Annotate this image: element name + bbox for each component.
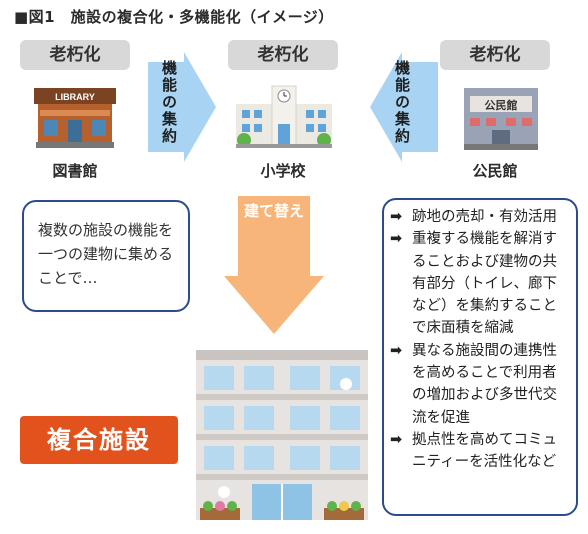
- down-arrow-icon: [224, 196, 324, 334]
- library-sign: LIBRARY: [55, 92, 95, 102]
- school-label: 小学校: [260, 162, 306, 180]
- aging-badge-school: 老朽化: [228, 40, 338, 70]
- rebuild-label: 建て替え: [243, 202, 304, 220]
- benefit-text: 跡地の売却・有効活用: [412, 209, 557, 225]
- aging-badge-community-center: 老朽化: [440, 40, 550, 70]
- benefit-item: ➡ 異なる施設間の連携性を高めることで利用者の増加および多世代交流を促進: [390, 340, 568, 429]
- school-building-illustration: [236, 85, 332, 148]
- arrow-bullet-icon: ➡: [390, 231, 403, 248]
- arrow-bullet-icon: ➡: [390, 209, 403, 225]
- library-building-illustration: LIBRARY: [34, 88, 116, 148]
- community-center-sign: 公民館: [485, 98, 518, 112]
- benefit-text: 重複する機能を解消することおよび建物の共有部分（トイレ、廊下など）を集約すること…: [412, 231, 557, 337]
- arrow-bullet-icon: ➡: [390, 431, 403, 448]
- consolidate-label-left: 機能の集約: [160, 60, 178, 145]
- benefits-box: ➡ 跡地の売却・有効活用 ➡ 重複する機能を解消することおよび建物の共有部分（ト…: [382, 198, 578, 516]
- consolidation-description-box: 複数の施設の機能を一つの建物に集めることで…: [22, 200, 190, 312]
- arrow-bullet-icon: ➡: [390, 342, 403, 359]
- right-arrow-icon: [148, 52, 216, 162]
- benefit-item: ➡ 重複する機能を解消することおよび建物の共有部分（トイレ、廊下など）を集約する…: [390, 228, 568, 339]
- consolidate-label-right: 機能の集約: [393, 60, 411, 145]
- consolidation-description: 複数の施設の機能を一つの建物に集めることで…: [38, 221, 174, 287]
- benefit-item: ➡ 跡地の売却・有効活用: [390, 206, 568, 228]
- combined-facility-illustration: [196, 350, 368, 520]
- community-center-building-illustration: 公民館: [464, 88, 538, 150]
- library-label: 図書館: [52, 162, 98, 180]
- left-arrow-icon: [370, 52, 438, 162]
- benefit-text: 異なる施設間の連携性を高めることで利用者の増加および多世代交流を促進: [412, 342, 557, 426]
- benefit-text: 拠点性を高めてコミュニティーを活性化など: [412, 431, 557, 471]
- figure-title: ■図1 施設の複合化・多機能化（イメージ）: [14, 8, 334, 26]
- benefit-item: ➡ 拠点性を高めてコミュニティーを活性化など: [390, 429, 568, 474]
- combined-facility-label: 複合施設: [20, 416, 178, 464]
- community-center-label: 公民館: [472, 162, 518, 180]
- aging-badge-library: 老朽化: [20, 40, 130, 70]
